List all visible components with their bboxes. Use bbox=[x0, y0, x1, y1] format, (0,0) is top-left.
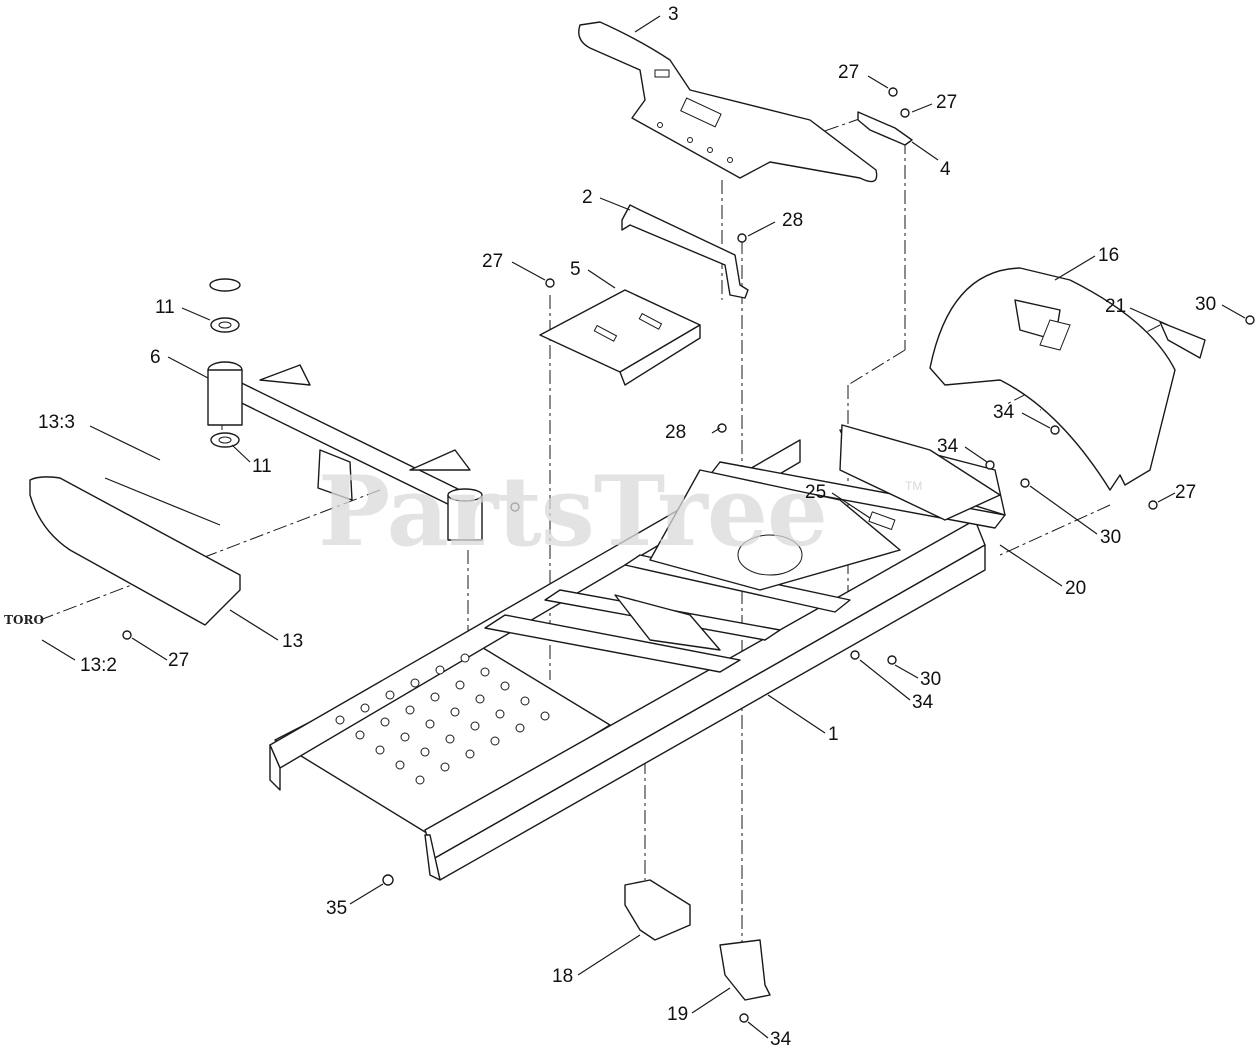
callout-19: 19 bbox=[667, 1004, 688, 1025]
callout-30: 30 bbox=[920, 669, 941, 690]
callout-13: 13 bbox=[282, 631, 303, 652]
callout-34: 34 bbox=[993, 402, 1015, 423]
callout-13-3: 13:3 bbox=[38, 412, 75, 433]
front-cover bbox=[29, 476, 241, 626]
callout-35: 35 bbox=[326, 898, 347, 919]
l-bracket bbox=[621, 204, 749, 299]
callout-28: 28 bbox=[665, 422, 686, 443]
callout-34: 34 bbox=[770, 1029, 792, 1050]
callout-16: 16 bbox=[1098, 245, 1119, 266]
watermark-text: PartsTree bbox=[318, 455, 827, 568]
callout-27: 27 bbox=[936, 92, 957, 113]
leader-lines bbox=[41, 15, 1246, 1039]
callout-20: 20 bbox=[1065, 578, 1086, 599]
hardware bbox=[122, 87, 1255, 1023]
callout-34: 34 bbox=[937, 436, 959, 457]
callout-5: 5 bbox=[570, 259, 581, 280]
bushings bbox=[209, 278, 241, 448]
bracket-21 bbox=[1159, 321, 1206, 359]
callout-18: 18 bbox=[552, 966, 573, 987]
callout-3: 3 bbox=[668, 4, 679, 25]
rear-plate-20 bbox=[839, 424, 1001, 531]
toro-decal: TORO bbox=[4, 613, 44, 627]
callout-34: 34 bbox=[912, 692, 934, 713]
callout-30: 30 bbox=[1100, 527, 1121, 548]
callout-4: 4 bbox=[940, 159, 951, 180]
decal-text: TORO bbox=[4, 613, 44, 627]
main-frame bbox=[269, 429, 1006, 881]
watermark-trademark: TM bbox=[905, 479, 922, 493]
callout-1: 1 bbox=[828, 724, 839, 745]
watermark: PartsTree TM bbox=[318, 455, 922, 568]
lower-brackets bbox=[624, 879, 771, 1001]
rear-shroud bbox=[929, 267, 1176, 491]
callout-28: 28 bbox=[782, 210, 803, 231]
small-bracket bbox=[857, 111, 913, 146]
callout-13-2: 13:2 bbox=[80, 655, 117, 676]
callouts: 3 27 27 4 2 28 27 5 16 21 30 11 6 34 28 … bbox=[38, 4, 1216, 1050]
callout-11: 11 bbox=[252, 456, 272, 477]
callout-27: 27 bbox=[838, 62, 859, 83]
callout-27: 27 bbox=[168, 650, 189, 671]
callout-21: 21 bbox=[1105, 296, 1126, 317]
callout-25: 25 bbox=[805, 482, 826, 503]
callout-6: 6 bbox=[150, 347, 161, 368]
front-axle bbox=[207, 361, 483, 541]
center-plate bbox=[539, 289, 701, 386]
callout-30: 30 bbox=[1195, 294, 1216, 315]
top-bracket bbox=[578, 21, 878, 183]
callout-27: 27 bbox=[482, 251, 503, 272]
callout-27: 27 bbox=[1175, 482, 1196, 503]
callout-11: 11 bbox=[155, 297, 175, 318]
callout-2: 2 bbox=[582, 187, 593, 208]
floor-perforations bbox=[335, 653, 550, 785]
